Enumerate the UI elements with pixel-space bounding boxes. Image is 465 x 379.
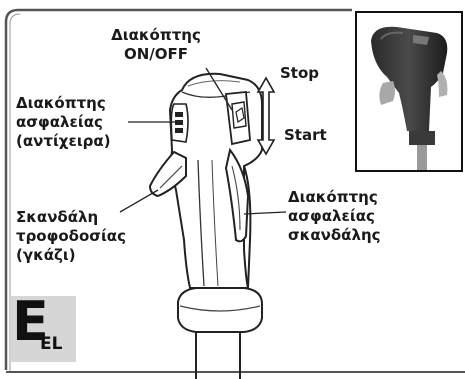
badge-code: EL (40, 334, 62, 354)
trigger-safety-line2: ασφαλείας (288, 207, 381, 226)
start-label: Start (284, 126, 327, 145)
handle-photo-inset (355, 11, 463, 172)
thumb-safety-line1: Διακόπτης (16, 94, 111, 113)
trigger-line2: τροφοδοσίας (16, 227, 126, 246)
on-off-switch-label: Διακόπτης ON/OFF (84, 26, 228, 64)
trigger-safety-line1: Διακόπτης (288, 188, 381, 207)
language-badge: E EL (10, 296, 76, 362)
handle-photo (357, 13, 461, 170)
trigger-safety-label: Διακόπτης ασφαλείας σκανδάλης (288, 188, 381, 245)
trigger-line3: (γκάζι) (16, 246, 126, 265)
trigger-safety-line3: σκανδάλης (288, 226, 381, 245)
stop-label: Stop (280, 64, 319, 83)
thumb-safety-line2: ασφαλείας (16, 113, 111, 132)
thumb-safety-label: Διακόπτης ασφαλείας (αντίχειρα) (16, 94, 111, 151)
thumb-safety-line3: (αντίχειρα) (16, 132, 111, 151)
trigger-line1: Σκανδάλη (16, 208, 126, 227)
on-off-line1: Διακόπτης (84, 26, 228, 45)
trigger-label: Σκανδάλη τροφοδοσίας (γκάζι) (16, 208, 126, 265)
on-off-line2: ON/OFF (84, 45, 228, 64)
